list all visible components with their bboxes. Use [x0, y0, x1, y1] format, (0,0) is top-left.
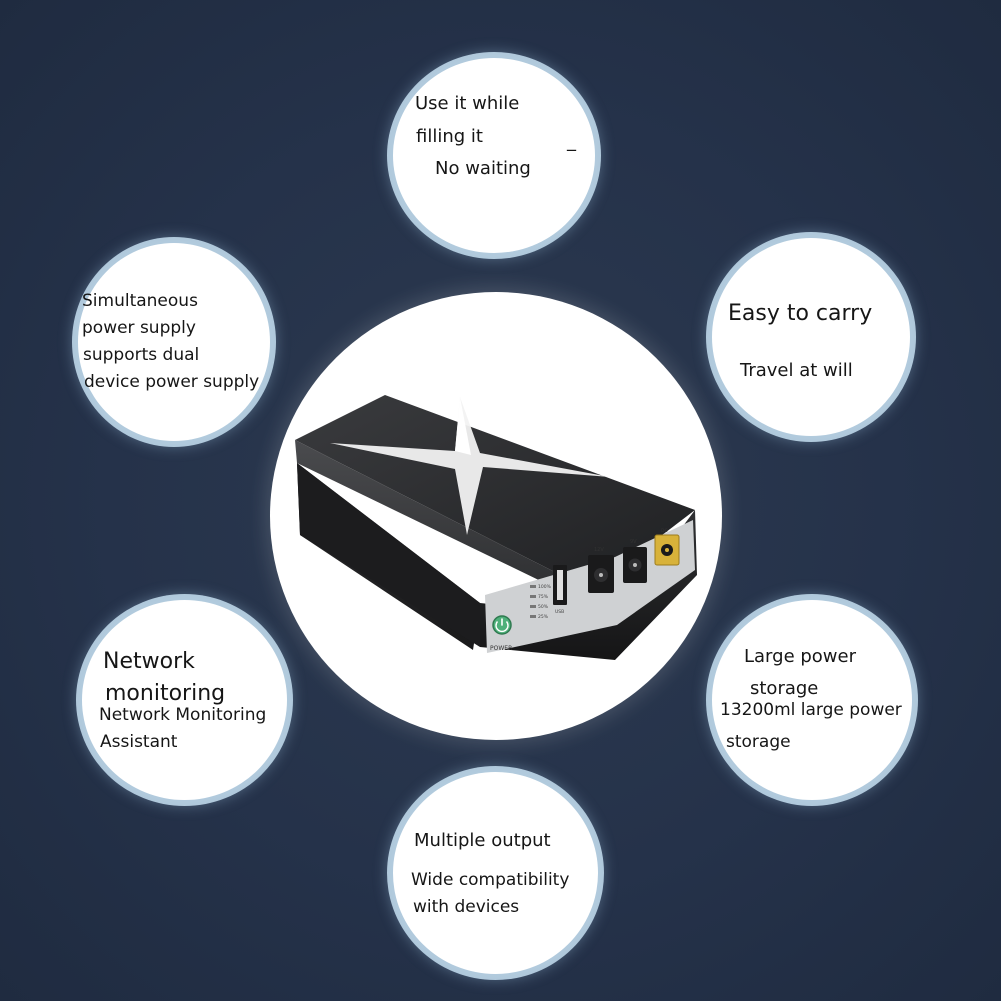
feature-text: Wide compatibility	[411, 870, 570, 890]
port-9v-label: 9V	[630, 539, 637, 545]
feature-text: with devices	[413, 897, 520, 917]
led-indicator	[530, 605, 536, 608]
feature-bubble-right-lower	[712, 600, 912, 800]
device-bevel	[295, 440, 615, 617]
dc-label: DC	[661, 528, 668, 534]
feature-bubble-bottom	[393, 772, 598, 974]
x-logo-icon	[330, 397, 610, 535]
feature-mark: _	[567, 131, 576, 152]
led-indicator	[530, 615, 536, 618]
power-label: POWER	[490, 645, 512, 652]
feature-text: 13200ml large power	[720, 700, 902, 720]
power-bank-device: POWER 100% 75% 50% 25% USB 12V 9V DC	[295, 395, 697, 660]
feature-text: Simultaneous	[82, 291, 198, 311]
device-left-side-lower	[297, 463, 480, 647]
feature-bubble-top	[393, 58, 595, 253]
feature-title: Easy to carry	[728, 301, 873, 326]
feature-bubble-left-upper	[78, 243, 270, 441]
port-12v-label: 12V	[594, 547, 604, 553]
feature-text: Network Monitoring	[99, 705, 267, 725]
feature-bubble-left-lower	[82, 600, 287, 800]
feature-title: Large power	[744, 646, 856, 667]
led-label: 75%	[538, 594, 549, 600]
feature-title: Multiple output	[414, 830, 551, 851]
feature-title: storage	[750, 678, 819, 699]
feature-bubble-right-upper	[712, 238, 910, 436]
feature-title: monitoring	[105, 681, 226, 706]
feature-text: filling it	[416, 126, 483, 147]
feature-title: Network	[103, 649, 195, 674]
led-label: 100%	[538, 584, 552, 590]
feature-text: supports dual	[83, 345, 200, 365]
feature-text: storage	[726, 732, 791, 752]
feature-text: Use it while	[415, 93, 520, 114]
feature-text: Assistant	[100, 732, 178, 752]
usb-label: USB	[555, 609, 564, 615]
device-top-face	[295, 395, 695, 590]
led-label: 50%	[538, 604, 549, 610]
feature-text: device power supply	[84, 372, 260, 392]
feature-text: Travel at will	[740, 360, 853, 381]
feature-text: No waiting	[435, 158, 531, 179]
led-label: 25%	[538, 614, 549, 620]
led-indicator	[530, 585, 536, 588]
feature-text: power supply	[82, 318, 196, 338]
led-indicator	[530, 595, 536, 598]
